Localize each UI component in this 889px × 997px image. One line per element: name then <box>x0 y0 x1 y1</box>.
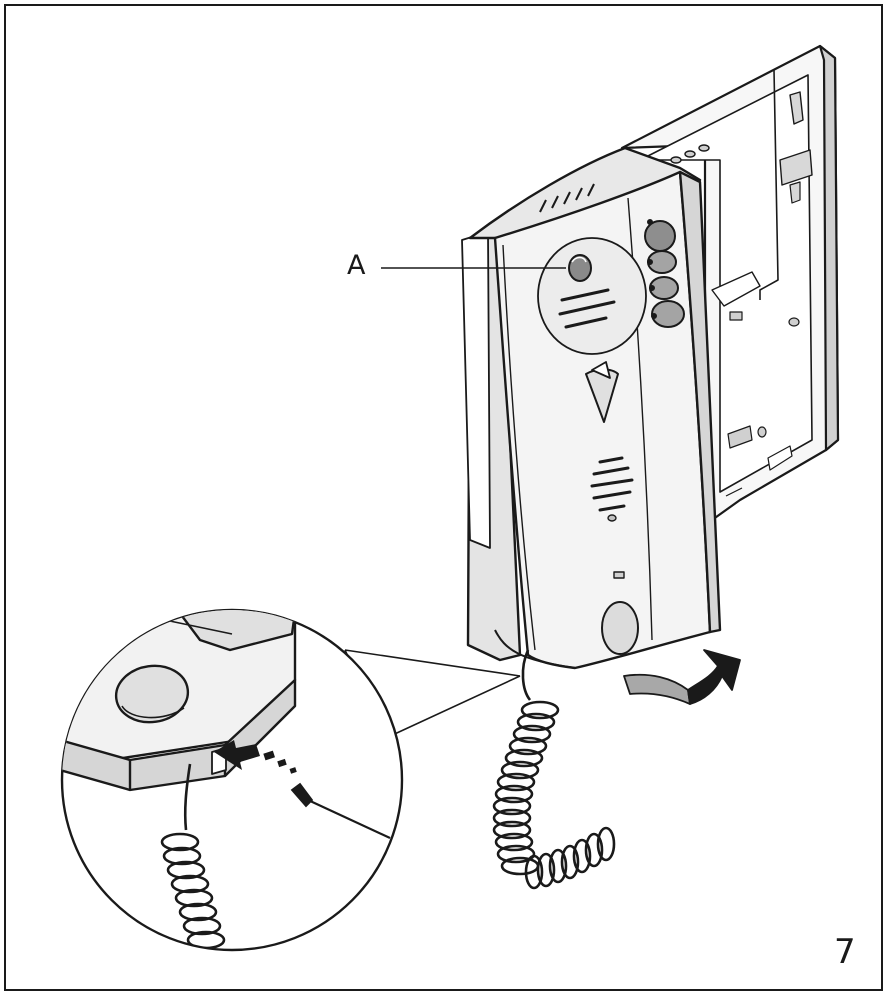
magnifier-inset <box>40 600 402 950</box>
callout-label-a: A <box>347 252 365 279</box>
rotate-arrow <box>624 650 740 704</box>
intercom-handset <box>462 148 720 668</box>
curly-cord <box>494 650 614 888</box>
page-number: 7 <box>834 935 856 969</box>
